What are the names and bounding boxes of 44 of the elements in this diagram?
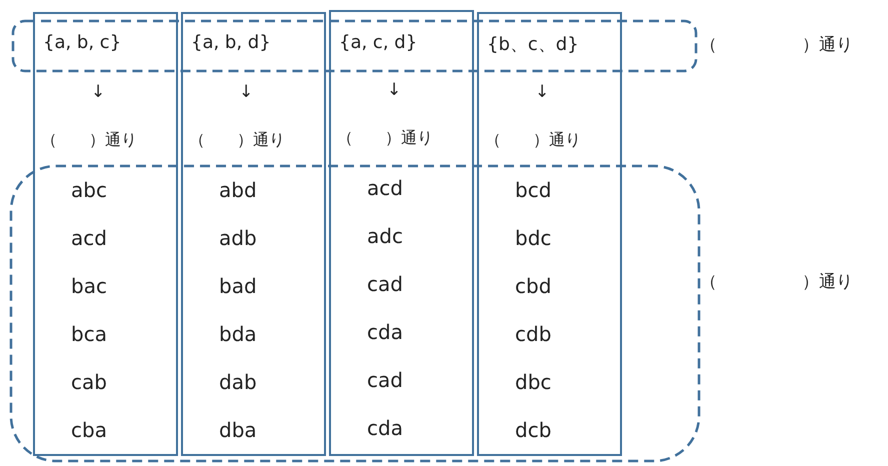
permutation-text: acd	[71, 226, 107, 250]
set-label: {a, c, d}	[339, 32, 418, 53]
column-box	[329, 10, 474, 456]
permutation-text: abc	[71, 178, 107, 202]
permutation-text: cda	[367, 320, 403, 344]
permutation-text: bdc	[515, 226, 552, 250]
column-box	[477, 12, 622, 456]
permutation-text: dab	[219, 370, 257, 394]
column-box	[181, 12, 326, 456]
permutation-text: bca	[71, 322, 107, 346]
set-label: {a, b, d}	[191, 32, 271, 53]
dashed-group-outline	[12, 20, 697, 72]
permutation-text: bad	[219, 274, 257, 298]
permutation-text: cbd	[515, 274, 552, 298]
permutation-text: bcd	[515, 178, 552, 202]
permutation-text: cda	[367, 416, 403, 440]
column-box	[33, 12, 178, 456]
permutation-text: dba	[219, 418, 257, 442]
permutation-text: cdb	[515, 322, 552, 346]
count-blank: （ ）通り	[189, 130, 285, 151]
permutation-text: abd	[219, 178, 257, 202]
down-arrow: ↓	[239, 82, 254, 102]
permutation-text: bac	[71, 274, 107, 298]
permutation-text: dcb	[515, 418, 552, 442]
dashed-group-outline	[10, 165, 700, 462]
count-blank: （ ）通り	[41, 130, 137, 151]
permutation-text: dbc	[515, 370, 552, 394]
permutation-text: acd	[367, 176, 403, 200]
count-blank: （ ）通り	[700, 271, 853, 293]
count-blank: （ ）通り	[337, 128, 433, 149]
permutation-text: adc	[367, 224, 403, 248]
permutation-text: adb	[219, 226, 257, 250]
down-arrow: ↓	[535, 82, 550, 102]
permutation-text: cba	[71, 418, 107, 442]
down-arrow: ↓	[91, 82, 106, 102]
count-blank: （ ）通り	[700, 34, 853, 56]
permutation-text: cab	[71, 370, 107, 394]
permutation-text: bda	[219, 322, 257, 346]
set-label: {b、c、d}	[487, 33, 579, 56]
down-arrow: ↓	[387, 80, 402, 100]
permutation-text: cad	[367, 368, 403, 392]
permutation-text: cad	[367, 272, 403, 296]
set-label: {a, b, c}	[43, 32, 122, 53]
count-blank: （ ）通り	[485, 130, 581, 151]
